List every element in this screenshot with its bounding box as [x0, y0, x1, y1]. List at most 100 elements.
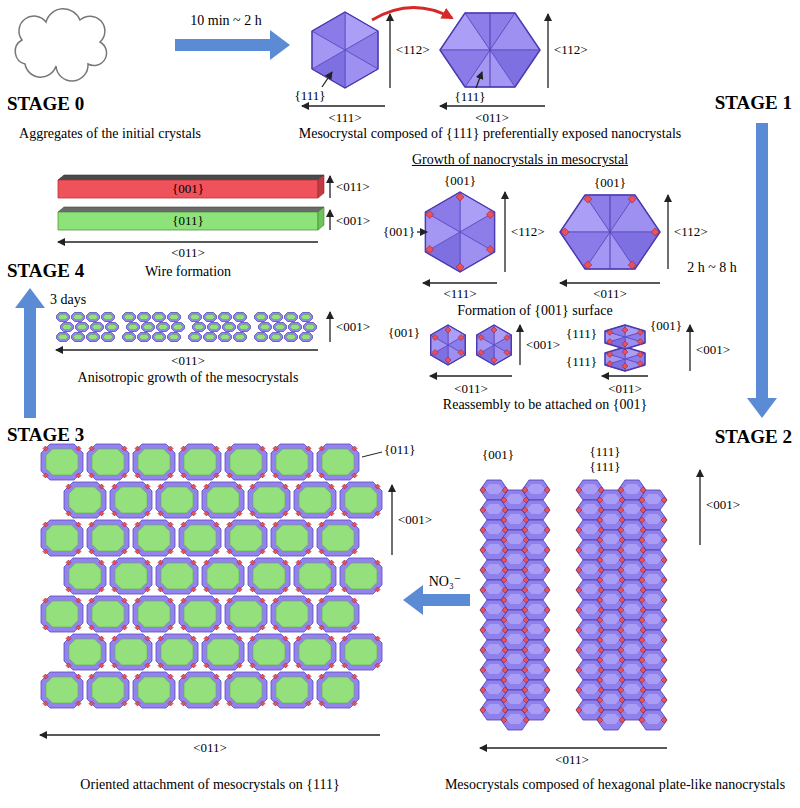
label-slot: <112>: [511, 225, 545, 240]
caption: Oriented attachment of mesocrystals on {…: [80, 777, 339, 793]
facet-001: [597, 577, 603, 583]
facet-001: [99, 636, 104, 641]
nanoplate-face: [644, 654, 662, 664]
facet-001: [168, 473, 173, 478]
facet-label: {111}: [454, 90, 485, 105]
nanoplate-face: [581, 704, 599, 714]
facet-001: [544, 647, 550, 653]
facet-001: [250, 663, 255, 668]
facet-001: [145, 587, 150, 592]
mesocrystal-rim: [87, 672, 129, 708]
wire-top: [58, 207, 324, 212]
facet-001: [306, 598, 311, 603]
facet-001: [319, 473, 324, 478]
mesocrystal-core: [138, 601, 170, 627]
mesocrystal-rim: [91, 323, 104, 332]
facet-001: [260, 446, 265, 451]
mesocrystal-core: [195, 325, 204, 330]
nanoplate-face: [485, 504, 503, 514]
mesocrystal-rim: [225, 520, 267, 556]
mesocrystal-rim: [179, 520, 221, 556]
mesocrystal-rim: [102, 313, 115, 322]
facet-001: [214, 598, 219, 603]
mesocrystal-core: [89, 335, 98, 340]
mesocrystal-core: [115, 639, 147, 665]
facet-001: [227, 522, 232, 527]
facet-001: [145, 560, 150, 565]
axis-arrow: [440, 105, 545, 106]
facet-001: [576, 647, 582, 653]
mesocrystal-core: [159, 325, 168, 330]
facet-001: [501, 557, 507, 563]
crystal-outline: [477, 325, 512, 365]
label-slot: Aggregates of the initial crystals: [19, 126, 201, 142]
facet-001: [296, 636, 301, 641]
facet-001: [597, 637, 603, 643]
label-slot: <011>: [608, 382, 642, 397]
nanoplate-face: [485, 684, 503, 694]
label-slot: Oriented attachment of mesocrystals on {…: [80, 777, 339, 793]
facet-001: [112, 511, 117, 516]
mesocrystal-rim: [202, 482, 244, 518]
axis-arrow: [547, 14, 548, 88]
facet-001: [168, 522, 173, 527]
facet-001: [501, 537, 507, 543]
facet-label: {111}: [566, 327, 597, 342]
crystal-face: [448, 345, 465, 365]
mesocrystal-rim: [270, 333, 283, 342]
facet-001: [122, 549, 127, 554]
mesocrystal-rim: [271, 520, 313, 556]
facet-001: [99, 484, 104, 489]
facet-001: [618, 487, 624, 493]
facet-001: [135, 446, 140, 451]
nanoplate: [639, 690, 667, 710]
nanoplate-face: [623, 584, 641, 594]
mesocrystal-rim: [156, 482, 198, 518]
facet-001: [375, 663, 380, 668]
caption: Reassembly to be attached on {001}: [443, 397, 647, 413]
facet-001: [329, 484, 334, 489]
facet-001: [227, 446, 232, 451]
wire-end: [318, 175, 324, 198]
facet-001: [576, 547, 582, 553]
facet-001: [504, 350, 510, 356]
facet-001: [576, 607, 582, 613]
facet-001: [168, 701, 173, 706]
mesocrystal-rim: [179, 444, 221, 480]
facet-001: [237, 511, 242, 516]
facet-001: [458, 350, 464, 356]
label-slot: {111}: [294, 89, 325, 104]
facet-001: [283, 636, 288, 641]
nanoplate-face: [485, 544, 503, 554]
crystal-face: [625, 359, 645, 371]
mesocrystal-core: [92, 677, 124, 703]
mesocrystal-core: [230, 449, 262, 475]
nanoplate-face: [506, 614, 524, 624]
facet-001: [480, 647, 486, 653]
facet-001: [597, 537, 603, 543]
facet-label: {111}: [566, 355, 597, 370]
facet-001: [135, 522, 140, 527]
mesocrystal-core: [302, 335, 311, 340]
facet-001: [296, 663, 301, 668]
facet-001: [273, 674, 278, 679]
crystal-outline: [312, 12, 378, 88]
axis-label: <011>: [171, 246, 205, 261]
facet-001: [204, 511, 209, 516]
mesocrystal-rim: [72, 333, 85, 342]
facet-001: [329, 636, 334, 641]
facet-001: [432, 350, 438, 356]
edge-label: 10 min ~ 2 h: [190, 13, 261, 29]
facet-001: [501, 497, 507, 503]
facet-001: [544, 567, 550, 573]
crystal-outline: [605, 347, 645, 371]
mesocrystal-core: [240, 325, 249, 330]
mesocrystal-rim: [123, 333, 136, 342]
facet-001: [112, 663, 117, 668]
facet-001: [576, 667, 582, 673]
nanoplate-face: [485, 644, 503, 654]
mesocrystal-core: [69, 487, 101, 513]
mesocrystal-rim: [294, 558, 336, 594]
axis-label: <011>: [608, 382, 642, 397]
crystal-face: [440, 50, 490, 87]
